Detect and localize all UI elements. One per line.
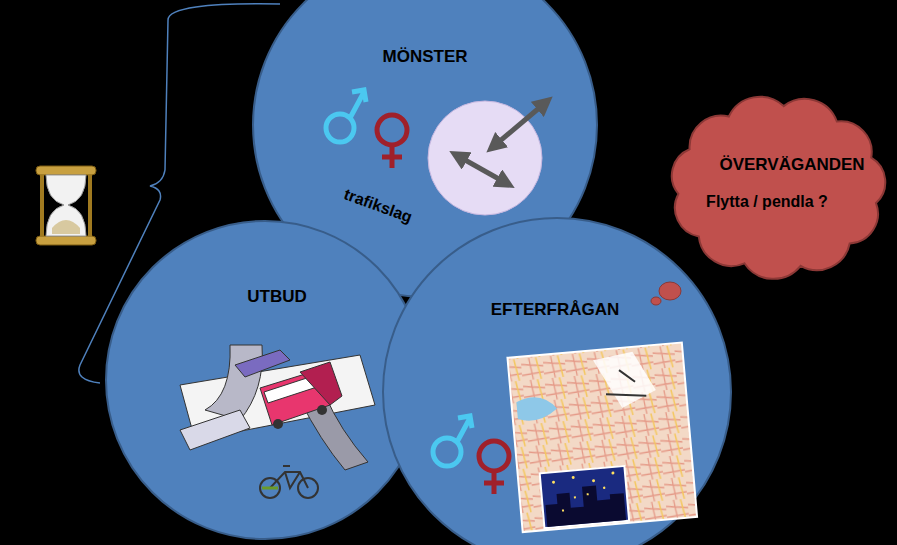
thought-bubble [659, 282, 681, 300]
cloud-outline [664, 92, 892, 282]
node-text: Flytta / pendla ? [706, 193, 828, 211]
node-heading: UTBUD [247, 287, 307, 307]
considerations-cloud: ÖVERVÄGANDEN Flytta / pendla ? [664, 92, 892, 282]
circle-outline [382, 217, 732, 545]
hourglass-icon [36, 166, 96, 245]
map-picture [507, 342, 697, 532]
male-symbol [433, 416, 472, 466]
node-heading: ÖVERVÄGANDEN [719, 155, 864, 175]
transport-clipart [180, 345, 375, 498]
thought-bubble [651, 297, 661, 305]
supply-circle: UTBUD [105, 220, 425, 540]
demand-circle: EFTERFRÅGAN [382, 217, 732, 545]
male-symbol [326, 90, 366, 142]
circle-outline [105, 220, 425, 540]
curly-bracket [79, 4, 280, 383]
node-heading: MÖNSTER [383, 47, 468, 67]
female-symbol [479, 441, 509, 494]
node-heading: EFTERFRÅGAN [491, 300, 619, 320]
movement-icon [428, 101, 545, 215]
female-symbol [377, 115, 407, 168]
